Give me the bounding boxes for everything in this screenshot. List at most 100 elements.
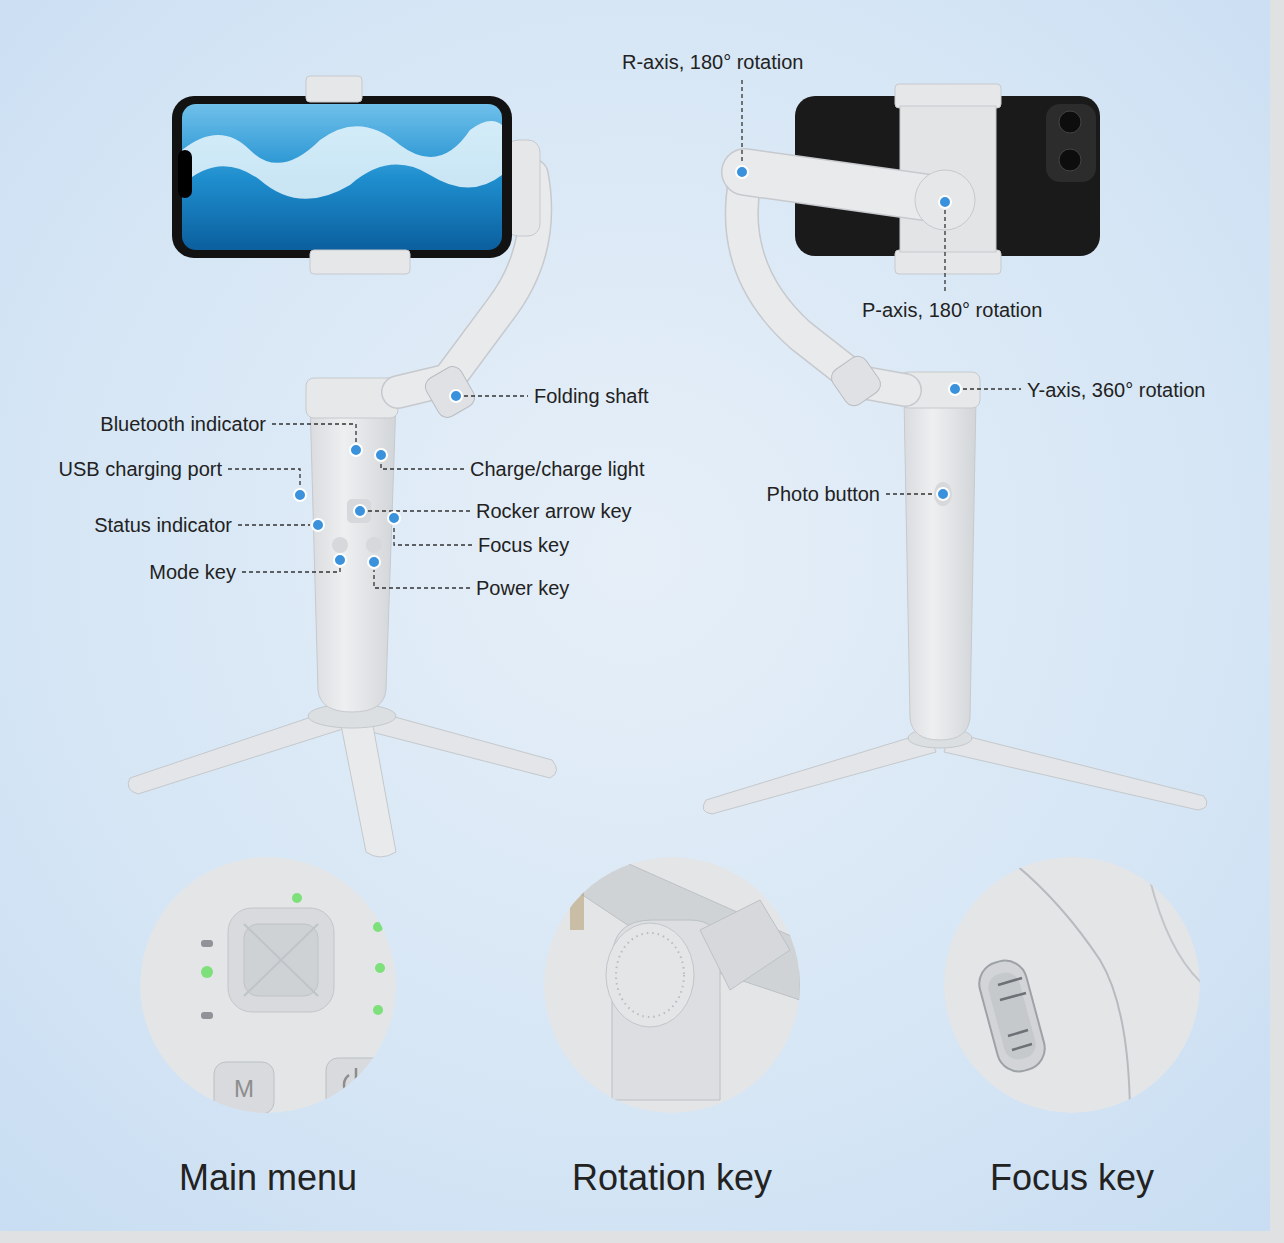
callout-dot <box>334 554 346 566</box>
mode-button <box>214 1062 274 1114</box>
callout-label: Photo button <box>767 482 880 506</box>
leader-line <box>381 463 464 469</box>
leader-line <box>374 570 470 588</box>
led <box>373 1005 383 1015</box>
power-button <box>366 537 382 553</box>
callout-label: R-axis, 180° rotation <box>622 50 803 74</box>
button-letter: M <box>234 1074 254 1103</box>
folding-hinge <box>422 363 479 421</box>
inset-ground <box>944 857 1200 1113</box>
callout-dot <box>350 444 362 456</box>
tripod-leg <box>340 720 396 857</box>
leader-line <box>242 568 340 572</box>
power-button <box>326 1058 386 1110</box>
inset-caption: Focus key <box>990 1156 1154 1199</box>
inset-caption: Rotation key <box>572 1156 772 1199</box>
camera-bump <box>1046 104 1096 182</box>
handle <box>309 380 396 712</box>
led <box>201 966 213 978</box>
knurl <box>616 933 684 1017</box>
slider-marks <box>998 978 1032 1050</box>
photo-button <box>934 482 952 506</box>
inset-caption: Main menu <box>179 1156 357 1199</box>
indicator-slot <box>201 1012 213 1019</box>
leader-line <box>394 526 472 545</box>
handle <box>904 376 976 740</box>
power-icon <box>344 1075 368 1097</box>
led <box>292 893 302 903</box>
callout-dot <box>312 519 324 531</box>
clamp <box>306 76 362 102</box>
callout-label: Status indicator <box>94 513 232 537</box>
focus-slider <box>974 956 1049 1077</box>
inset-ground <box>140 857 396 1113</box>
lens <box>1059 111 1081 133</box>
callout-dot <box>949 383 961 395</box>
leader-line <box>228 469 300 487</box>
main-menu-inset <box>140 857 396 1114</box>
callout-dot <box>939 196 951 208</box>
seam <box>1150 880 1210 990</box>
callout-label: Power key <box>476 576 569 600</box>
phone-edge <box>570 890 584 930</box>
leader-line <box>368 510 470 511</box>
callout-dot <box>375 449 387 461</box>
folding-hinge <box>828 352 885 409</box>
power-icon <box>355 1068 358 1083</box>
callout-dot <box>368 556 380 568</box>
callout-label: Focus key <box>478 533 569 557</box>
clamp <box>895 84 1001 108</box>
leader-line <box>464 395 528 396</box>
focus-key-inset <box>944 857 1210 1120</box>
callout-label: Rocker arrow key <box>476 499 632 523</box>
inset-ground <box>544 857 800 1113</box>
led <box>373 922 383 932</box>
rocker-key <box>228 908 334 1012</box>
focus-slider-thumb <box>985 969 1039 1062</box>
arm-part <box>700 900 790 990</box>
rotation-key-inset <box>544 857 800 1113</box>
callout-dot <box>937 488 949 500</box>
leader-line <box>272 424 356 443</box>
leader-line <box>963 388 1021 389</box>
clamp <box>310 250 410 274</box>
callout-label: Charge/charge light <box>470 457 645 481</box>
callout-dot <box>450 390 462 402</box>
phone-screen <box>182 104 502 250</box>
callout-label: Mode key <box>149 560 236 584</box>
rocker-texture <box>244 924 318 996</box>
led <box>375 963 385 973</box>
leader-line <box>741 80 742 164</box>
leader-line <box>944 210 945 294</box>
callout-label: Y-axis, 360° rotation <box>1027 378 1205 402</box>
callout-dot <box>294 489 306 501</box>
callout-dot <box>736 166 748 178</box>
lens <box>1059 149 1081 171</box>
rotation-disc <box>606 923 694 1027</box>
clamp <box>895 250 1001 274</box>
callout-dot <box>388 512 400 524</box>
wave <box>182 121 502 199</box>
indicator-slot <box>201 940 213 947</box>
callout-label: Bluetooth indicator <box>100 412 266 436</box>
callout-label: USB charging port <box>59 457 222 481</box>
led-lights <box>201 893 385 1015</box>
phone-notch <box>178 150 192 198</box>
callout-dot <box>354 505 366 517</box>
tripod-leg <box>703 732 936 814</box>
background <box>0 0 1270 1231</box>
rocker <box>347 499 371 523</box>
phone <box>172 96 512 258</box>
leader-line <box>238 524 310 525</box>
back-gimbal <box>703 84 1207 814</box>
rocker-texture <box>244 924 318 996</box>
leader-line <box>886 493 935 494</box>
callout-label: P-axis, 180° rotation <box>862 298 1042 322</box>
callout-label: Folding shaft <box>534 384 649 408</box>
leader-lines <box>228 80 1021 588</box>
mode-button <box>332 537 348 553</box>
callout-dots <box>294 166 961 568</box>
